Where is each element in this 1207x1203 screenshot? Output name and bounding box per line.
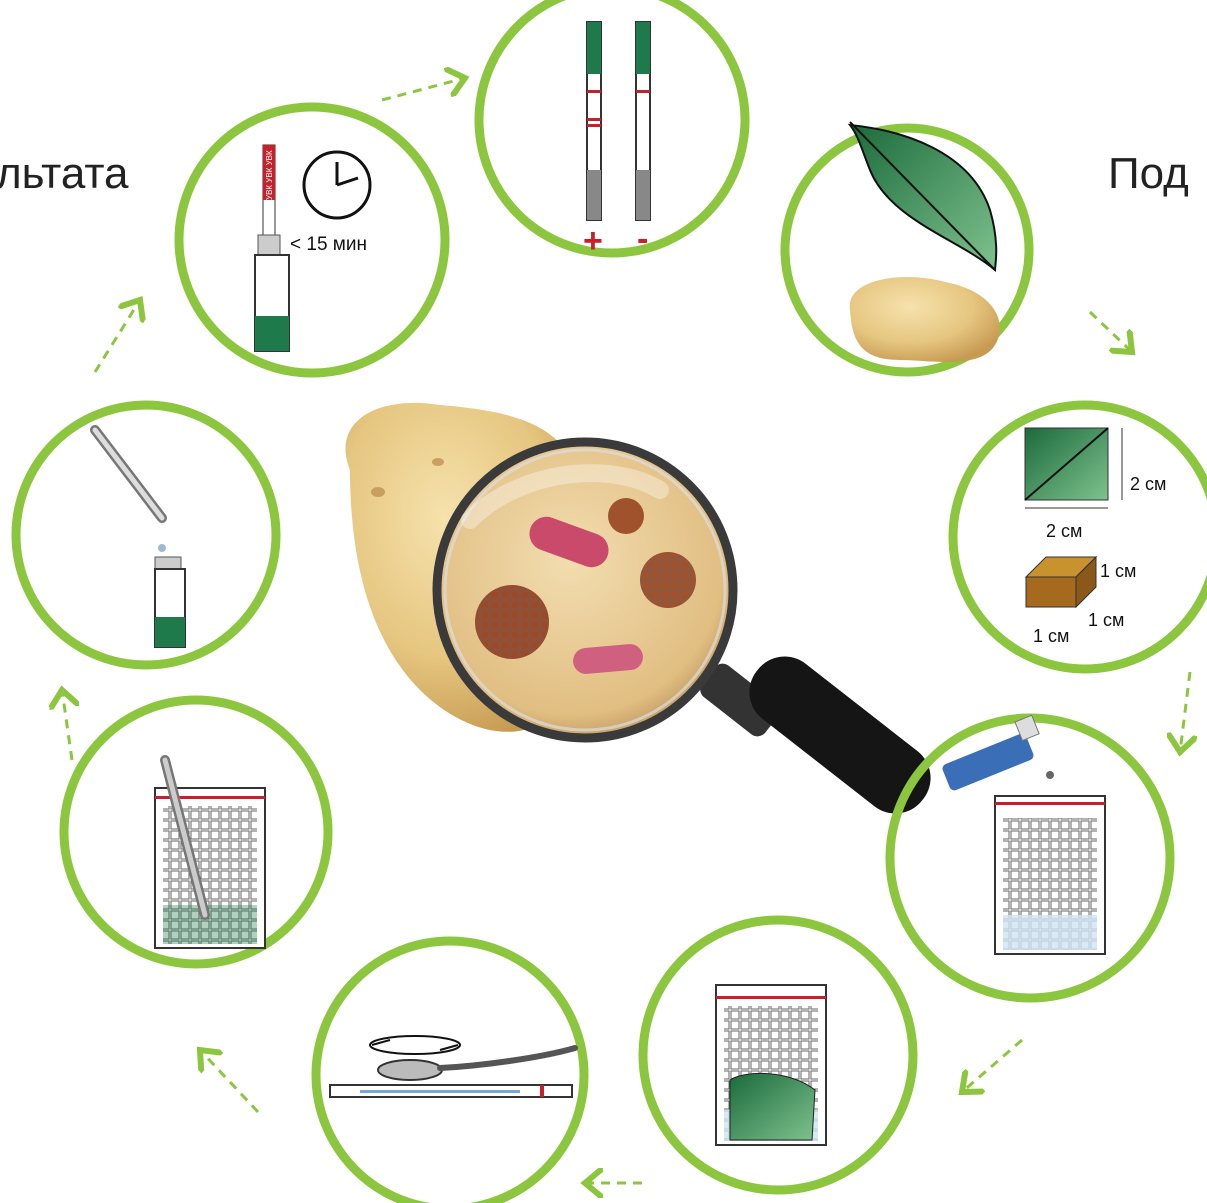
spoon-step <box>330 1036 575 1097</box>
bag-icon <box>995 796 1105 954</box>
heading-left: льтата <box>0 149 129 198</box>
heading-right: Под <box>1108 149 1189 198</box>
cut-cube-depth: 1 см <box>1088 610 1124 630</box>
cut-leaf-size: 2 см <box>1130 474 1166 494</box>
cut-leaf-width: 2 см <box>1046 521 1082 541</box>
result-minus: - <box>637 220 648 258</box>
cut-sizes: 2 см 2 см 1 см 1 см 1 см <box>1025 428 1166 646</box>
timing-step: УВК УВК УВК < 15 мин <box>255 145 370 351</box>
ring-result <box>479 0 745 253</box>
center-magnifier-illustration <box>346 403 945 827</box>
pipette-drop-icon <box>95 430 162 518</box>
homogenize-bag <box>716 985 826 1145</box>
result-plus: + <box>583 222 603 260</box>
spoon-icon <box>378 1048 575 1080</box>
cut-cube-height: 1 см <box>1100 561 1136 581</box>
cut-cube-width: 1 см <box>1033 626 1069 646</box>
drop-step <box>95 430 185 647</box>
sample-leaf-potato <box>850 122 1000 362</box>
strip-text: УВК УВК УВК <box>265 150 274 200</box>
result-strips: + - <box>583 22 650 260</box>
buffer-bag <box>941 715 1105 954</box>
clock-icon <box>304 152 370 218</box>
magnifier-icon <box>437 442 944 827</box>
ring-spoon <box>316 941 584 1203</box>
extract-bag <box>155 760 265 948</box>
ring-drop <box>16 405 276 665</box>
timing-label: < 15 мин <box>290 234 367 255</box>
potato-small-icon <box>850 277 1000 362</box>
tube-icon <box>155 557 185 647</box>
test-strip-icon: УВК УВК УВК <box>255 145 289 351</box>
